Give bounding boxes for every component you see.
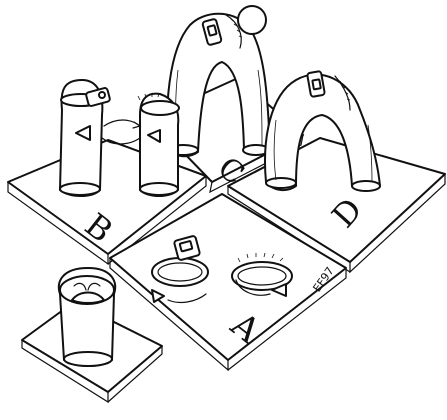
cylinder-small [59, 268, 115, 366]
